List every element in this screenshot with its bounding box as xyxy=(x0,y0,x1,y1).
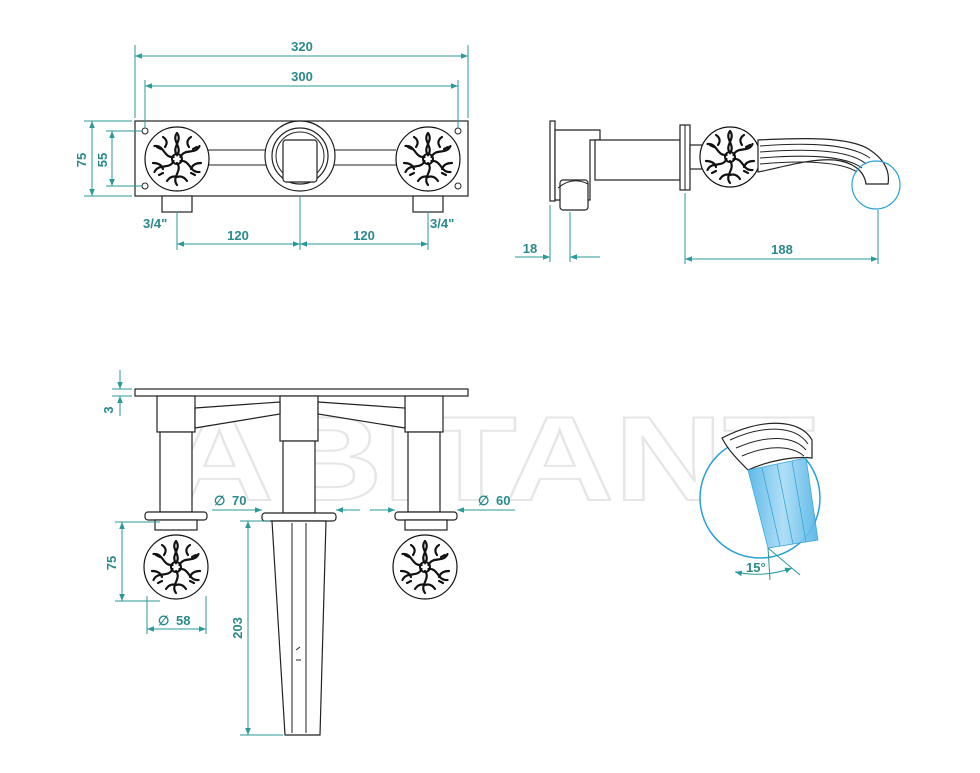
elevation-knob-left xyxy=(143,534,209,600)
side-knob xyxy=(699,126,761,188)
elevation-knob-right xyxy=(392,534,458,600)
dim-offset-right: 120 xyxy=(353,228,375,243)
spray-angle-label: 15° xyxy=(746,560,766,575)
dim-diameter-symbol-spout: ∅ xyxy=(214,493,225,508)
dim-spout-diameter: 70 xyxy=(232,493,246,508)
dim-diameter-symbol-knob: ∅ xyxy=(158,613,169,628)
dim-knob-height: 75 xyxy=(104,556,119,570)
dim-spout-reach: 188 xyxy=(771,242,793,257)
thread-label-left: 3/4" xyxy=(143,216,167,231)
dim-spout-length: 203 xyxy=(230,617,245,639)
right-knob xyxy=(395,126,461,213)
left-knob xyxy=(144,126,210,213)
dim-knob-diameter: 58 xyxy=(176,613,190,628)
dim-plate-depth: 18 xyxy=(523,241,537,256)
side-view: 18 188 xyxy=(515,120,901,264)
dim-plate-thickness: 3 xyxy=(101,406,116,413)
dim-hole-spacing: 300 xyxy=(291,69,313,84)
dim-overall-width: 320 xyxy=(291,39,313,54)
front-view: 320 300 75 55 3/4" 3/4" 120 120 xyxy=(74,39,469,250)
dim-handle-diameter: 60 xyxy=(496,493,510,508)
dim-height-inner: 55 xyxy=(95,153,110,167)
dim-offset-left: 120 xyxy=(227,228,249,243)
dim-diameter-symbol-handle: ∅ xyxy=(478,493,489,508)
dim-height-overall: 75 xyxy=(74,153,89,167)
thread-label-right: 3/4" xyxy=(430,216,454,231)
rough-in-view: 3 ∅ 70 ∅ 60 75 ∅ 58 203 xyxy=(101,370,515,736)
aerator-detail-view: 15° xyxy=(699,422,821,581)
